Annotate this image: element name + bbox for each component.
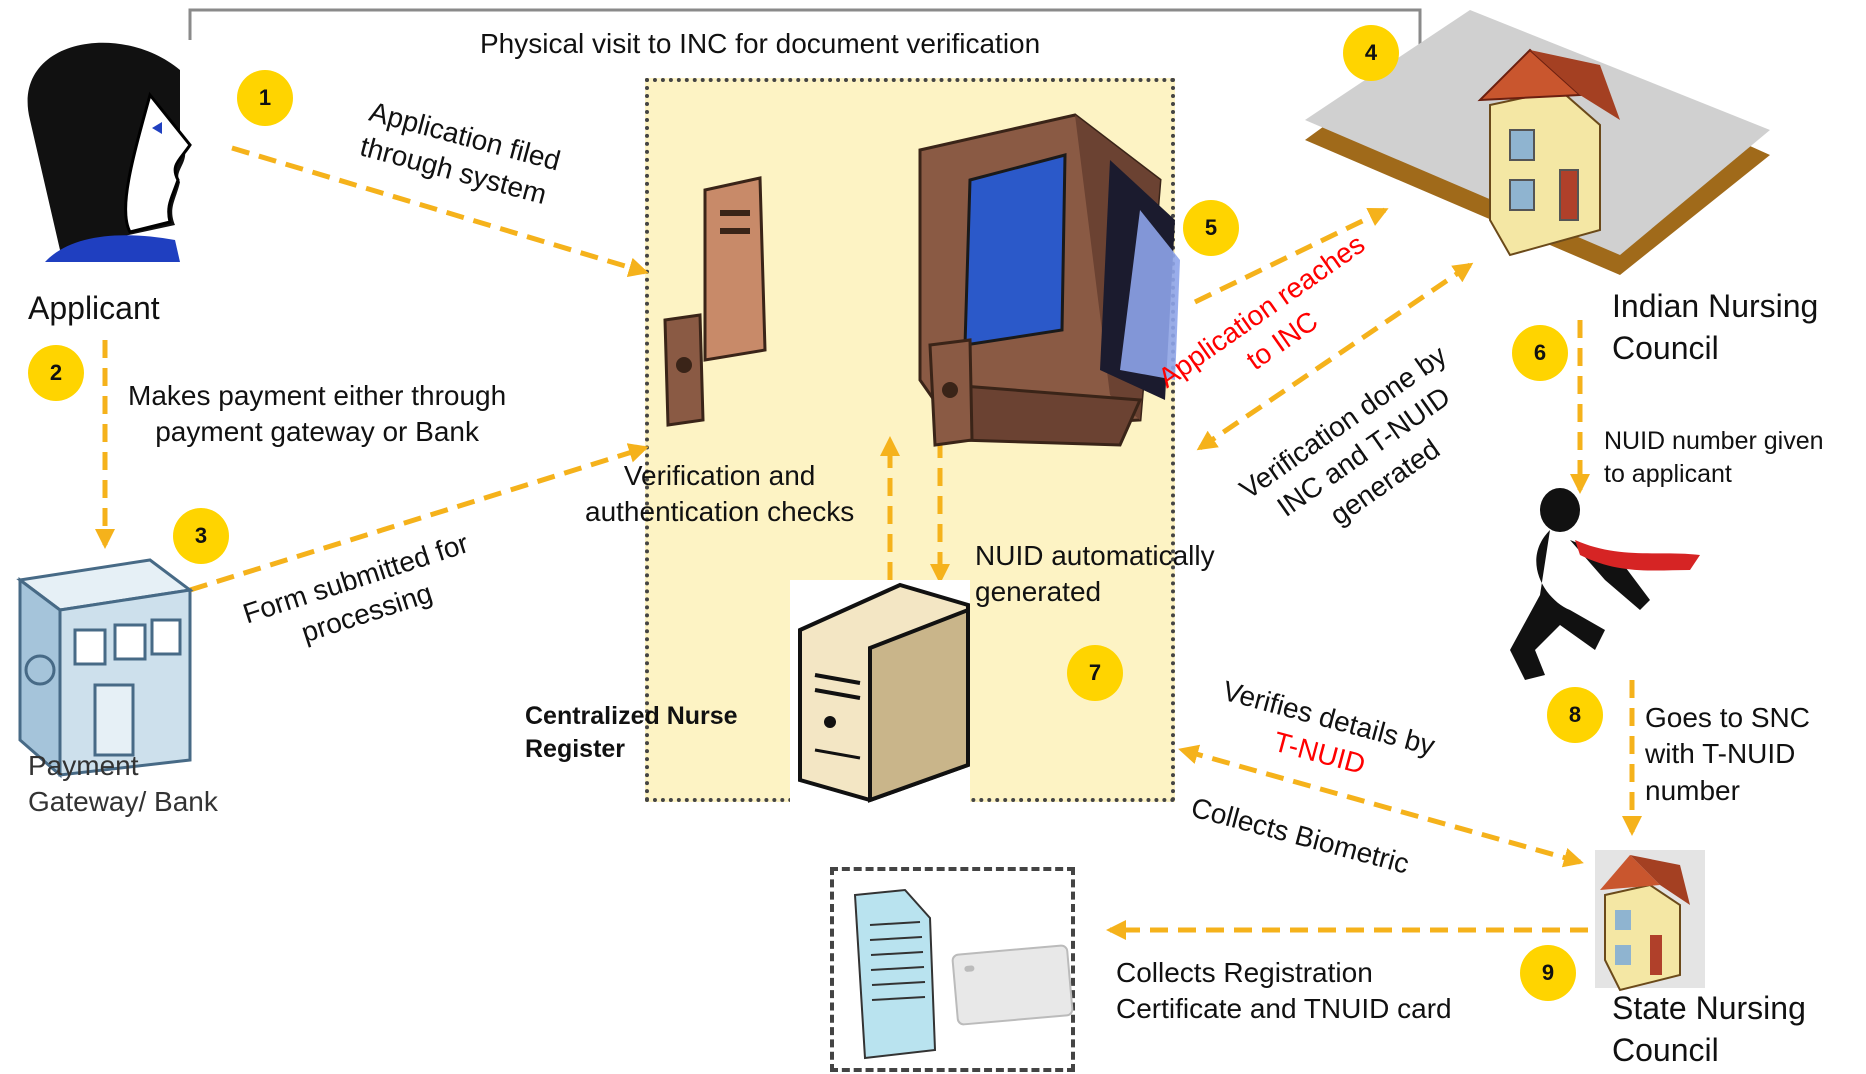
nuid-given-line1: NUID number given	[1604, 427, 1824, 455]
bank-building-icon	[16, 558, 194, 779]
payment-line2: payment gateway or Bank	[155, 416, 479, 448]
payment-line1: Makes payment either through	[128, 380, 507, 411]
inc-building-icon	[1305, 10, 1770, 275]
snc-line1: State Nursing	[1612, 990, 1806, 1026]
computer-icon	[663, 113, 1180, 447]
goes-snc-line1: Goes to SNC	[1645, 702, 1810, 733]
nuid-auto-line2: generated	[975, 576, 1102, 608]
server-icon	[790, 580, 970, 803]
payment-gateway-label: Payment Gateway/ Bank	[28, 748, 218, 821]
step-badge-4: 4	[1343, 25, 1399, 81]
step-badge-1: 1	[237, 70, 293, 126]
payment-gateway-line1: Payment	[28, 750, 139, 781]
central-register-line2: Register	[525, 734, 626, 763]
runner-icon	[1510, 488, 1700, 680]
inc-label: Indian Nursing Council	[1612, 286, 1818, 369]
step-badge-5: 5	[1183, 200, 1239, 256]
goes-snc-label: Goes to SNC with T-NUID number	[1645, 700, 1810, 809]
central-register-line1: Centralized Nurse	[525, 702, 738, 730]
step-badge-6: 6	[1512, 325, 1568, 381]
nuid-given-label: NUID number given to applicant	[1604, 425, 1824, 490]
checks-line2: authentication checks	[585, 496, 855, 528]
certificate-icon	[853, 888, 937, 1060]
goes-snc-line3: number	[1645, 774, 1740, 806]
central-register-label: Centralized Nurse Register	[525, 700, 738, 765]
collects-line2: Certificate and TNUID card	[1116, 993, 1452, 1025]
applicant-head-icon	[27, 42, 192, 262]
payment-label: Makes payment either through payment gat…	[128, 378, 506, 451]
snc-label: State Nursing Council	[1612, 988, 1806, 1071]
checks-line1: Verification and	[623, 460, 816, 491]
step-badge-2: 2	[28, 345, 84, 401]
arrow-1	[231, 145, 649, 277]
applicant-label: Applicant	[28, 290, 160, 326]
physical-visit-label: Physical visit to INC for document verif…	[480, 28, 1041, 59]
goes-snc-line2: with T-NUID	[1645, 738, 1796, 770]
step-badge-3: 3	[173, 508, 229, 564]
collects-registration-label: Collects Registration Certificate and TN…	[1116, 955, 1452, 1028]
arrow-verifies	[1178, 744, 1584, 868]
inc-line2: Council	[1612, 329, 1719, 366]
collects-line1: Collects Registration	[1116, 957, 1373, 988]
step-badge-7: 7	[1067, 645, 1123, 701]
payment-gateway-line2: Gateway/ Bank	[28, 786, 218, 818]
checks-label: Verification and authentication checks	[585, 458, 854, 531]
arrow-3	[189, 443, 649, 593]
nuid-generated-label: NUID automatically generated	[975, 538, 1215, 611]
id-card-icon	[951, 944, 1074, 1026]
snc-line2: Council	[1612, 1031, 1719, 1068]
snc-building-icon	[1595, 850, 1705, 992]
step-badge-8: 8	[1547, 687, 1603, 743]
inc-line1: Indian Nursing	[1612, 288, 1819, 324]
nuid-auto-line1: NUID automatically	[975, 540, 1215, 571]
nuid-given-line2: to applicant	[1604, 459, 1732, 488]
step-badge-9: 9	[1520, 945, 1576, 1001]
